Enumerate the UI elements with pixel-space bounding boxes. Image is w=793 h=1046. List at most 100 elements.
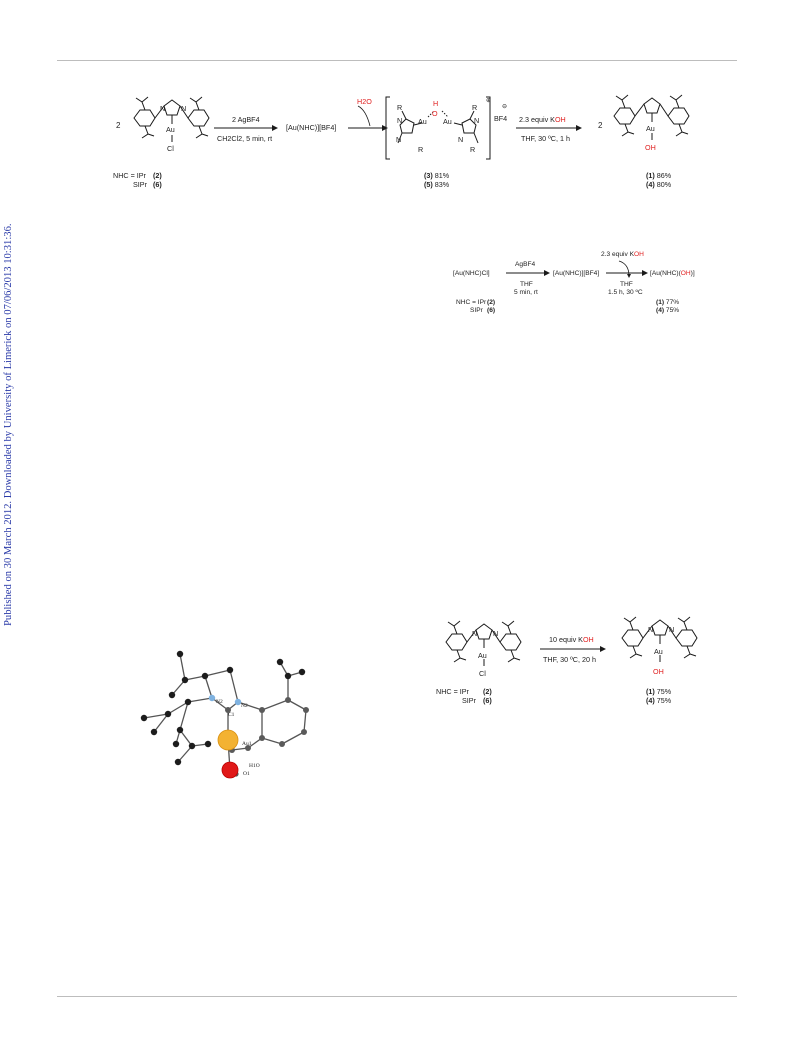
atom-c [184,698,192,706]
n-label: N [648,625,654,634]
n-label: N [397,116,403,125]
n-label: N [181,104,187,113]
atom-n2-right [234,698,242,706]
au-label: Au [443,117,452,126]
yield-line: (1) 75% [646,687,672,696]
start-complex: [Au(NHC)Cl] [453,270,490,277]
reaction-arrow-4 [506,270,550,276]
r-label: R [397,103,403,112]
au-label: Au [166,125,175,134]
n-label: N [396,135,402,144]
n-label: N [474,116,480,125]
atom-c [204,740,212,748]
atom-c [245,745,251,751]
atom-c [303,707,309,713]
atom-c [176,726,184,734]
cl-label: Cl [479,669,486,678]
yield-line: (5) 83% [424,180,450,189]
atom-c [201,672,209,680]
koh-curve [618,260,631,278]
reagent-koh-top: 2.3 equiv KOH [601,251,644,258]
nhc-sipr-label: SIPr [133,180,147,189]
bf4-counterion: BF4 [494,114,508,123]
label-n2-right: N2 [241,703,248,709]
reagent-koh: 2.3 equiv KOH [519,115,566,124]
au-label: Au [478,651,487,660]
water-label: H2O [357,97,372,106]
condition-2: THF, 30 ºC, 1 h [521,134,570,143]
yield-line: (3) 81% [424,171,450,180]
o-label: O [432,109,438,118]
footer-rule [57,996,737,997]
nhc-ipr-label: NHC = IPr [436,687,469,696]
condition-time: 5 min, rt [514,289,538,296]
yield-line: (4) 80% [646,180,672,189]
atom-c [284,672,292,680]
reaction-arrow-6 [540,646,606,652]
cmpd-6: (6) [153,180,162,189]
label-au1: Au1 [242,741,252,747]
cmpd-2: (2) [153,171,162,180]
molecule-au-oh [621,616,698,662]
nhc-ipr-label: NHC = IPr [456,299,487,306]
molecule-au-cl [445,620,522,666]
h-label: H [433,99,439,108]
nhc-sipr-label: SIPr [462,696,476,705]
reagent-agbf4: 2 AgBF4 [232,115,260,124]
n-label: N [472,629,478,638]
atom-c [301,729,307,735]
au-label: Au [646,124,655,133]
sidebar-watermark: Published on 30 March 2012. Downloaded b… [3,223,25,1046]
label-o1: O1 [243,771,250,777]
atom-c [164,710,172,718]
n-label: N [160,104,166,113]
reaction-arrow-3 [516,125,582,131]
yield-line: (4) 75% [656,307,680,314]
coef-left: 2 [116,121,121,130]
condition-1: CH2Cl2, 5 min, rt [217,134,273,143]
atom-c [276,658,284,666]
crystal-structure-figure [140,650,309,779]
carbon-atoms [140,650,306,766]
minus-charge: ⊖ [502,104,508,110]
atom-c [298,668,306,676]
label-h1o: H1O [249,763,260,769]
nhc-sipr-label: SIPr [470,307,483,314]
reaction-arrow-5 [606,270,648,276]
atom-c [285,697,291,703]
label-c1: C1 [228,712,235,718]
n-label: N [493,629,499,638]
oh-label: OH [653,667,664,676]
atom-c [176,650,184,658]
atom-c [259,707,265,713]
molecule-au-oh-right [613,94,690,140]
label-n2-left: N2 [216,699,223,705]
cmpd-6: (6) [483,696,492,705]
n-label: N [458,135,464,144]
r-label: R [470,145,476,154]
intermediate-cation: [Au(NHC)][BF4] [553,270,600,277]
reagent-koh: 10 equiv KOH [549,635,594,644]
atom-c [168,691,176,699]
yield-line: (1) 86% [646,171,672,180]
n-label: N [669,625,675,634]
atom-c [150,728,158,736]
atom-c [181,676,189,684]
header-rule [57,60,737,61]
cl-label: Cl [167,144,174,153]
coef-right: 2 [598,121,603,130]
condition-time-temp: 1.5 h, 30 ºC [608,289,643,296]
yield-line: (1) 77% [656,299,680,306]
atom-c [188,742,196,750]
cmpd-2: (2) [487,299,496,306]
atom-c [225,707,231,713]
yield-line: (4) 75% [646,696,672,705]
atom-c [140,714,148,722]
r-label: R [418,145,424,154]
reagent-agbf4: AgBF4 [515,261,536,268]
atom-c [172,740,180,748]
nhc-ipr-label: NHC = IPr [113,171,146,180]
reaction-arrow-2 [348,105,388,131]
oh-label: OH [645,143,656,152]
condition-thf: THF [520,281,533,288]
